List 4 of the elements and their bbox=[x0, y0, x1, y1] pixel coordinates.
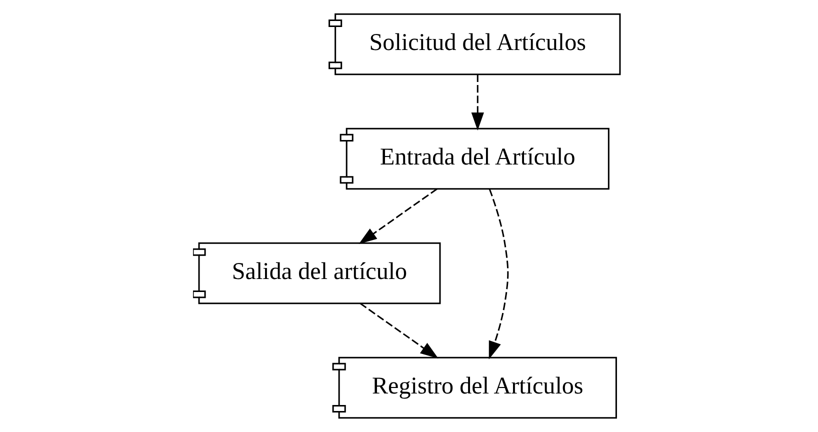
arrow bbox=[470, 74, 484, 131]
arrow bbox=[488, 188, 508, 360]
arrow bbox=[359, 302, 438, 358]
arrow bbox=[358, 188, 437, 244]
